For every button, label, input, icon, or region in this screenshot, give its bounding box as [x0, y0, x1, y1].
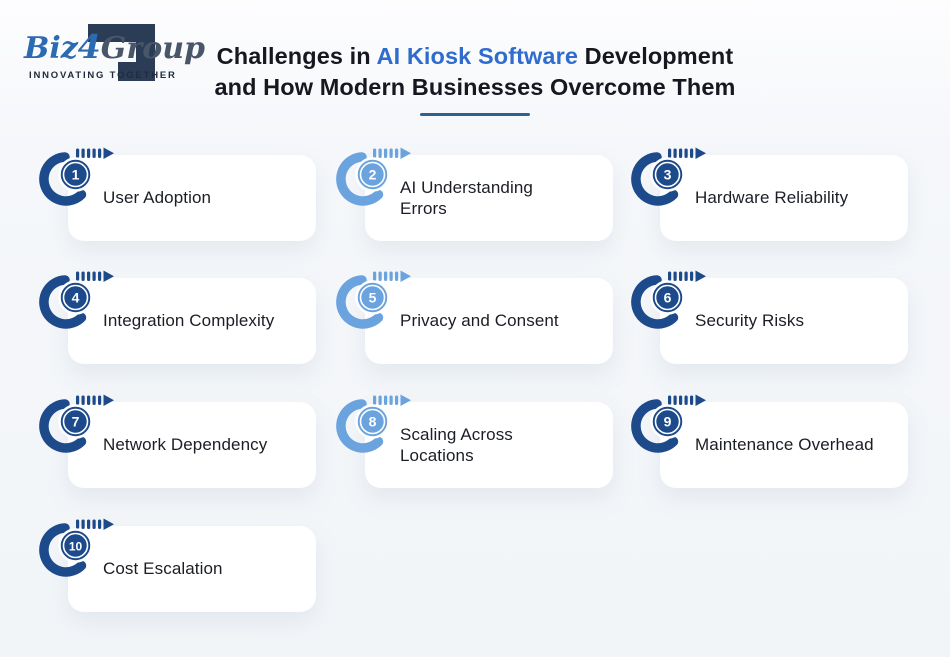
svg-text:3: 3 [664, 167, 672, 183]
challenge-card: 2 AI Understanding Errors [336, 147, 613, 241]
challenge-label: Network Dependency [103, 435, 268, 455]
challenge-label: Security Risks [695, 311, 805, 331]
svg-text:4: 4 [72, 290, 80, 306]
svg-text:5: 5 [369, 290, 377, 306]
challenge-card: 10 Cost Escalation [39, 518, 316, 612]
svg-text:8: 8 [369, 414, 377, 430]
arrow-head-icon [103, 394, 114, 406]
challenge-card: 9 Maintenance Overhead [631, 394, 908, 488]
biz4group-logo: Biz4Group INNOVATING TOGETHER [24, 18, 205, 88]
arrow-head-icon [695, 394, 706, 406]
svg-text:10: 10 [69, 540, 83, 554]
logo-bracket-icon [88, 24, 155, 81]
arrow-head-icon [103, 518, 114, 530]
title-line1-pre: Challenges in [216, 43, 377, 69]
challenge-number-badge: 3 [630, 145, 708, 209]
challenge-label: Hardware Reliability [695, 188, 849, 208]
svg-text:6: 6 [664, 290, 672, 306]
arrow-head-icon [695, 270, 706, 282]
challenge-number-badge: 5 [335, 268, 413, 332]
challenge-number-badge: 8 [335, 392, 413, 456]
logo-tagline: INNOVATING TOGETHER [29, 70, 177, 81]
challenge-label: Scaling Across Locations [400, 424, 513, 465]
challenge-number-badge: 6 [630, 268, 708, 332]
arrow-head-icon [400, 147, 411, 159]
challenge-number-badge: 2 [335, 145, 413, 209]
logo-word-group: Group [100, 31, 205, 66]
logo-word-4: 4 [77, 27, 101, 66]
page-title: Challenges in AI Kiosk Software Developm… [0, 41, 950, 116]
challenge-label: Integration Complexity [103, 311, 275, 331]
svg-text:1: 1 [72, 167, 80, 183]
challenge-number-badge: 10 [38, 516, 116, 580]
challenge-card: 5 Privacy and Consent [336, 270, 613, 364]
challenge-card: 8 Scaling Across Locations [336, 394, 613, 488]
arrow-head-icon [103, 270, 114, 282]
challenge-card: 6 Security Risks [631, 270, 908, 364]
challenge-label: User Adoption [103, 188, 212, 208]
challenge-number-badge: 4 [38, 268, 116, 332]
challenge-label: AI Understanding Errors [400, 177, 533, 218]
challenge-number-badge: 1 [38, 145, 116, 209]
arrow-head-icon [103, 147, 114, 159]
challenge-card: 3 Hardware Reliability [631, 147, 908, 241]
title-line1-post: Development [578, 43, 734, 69]
challenge-card: 4 Integration Complexity [39, 270, 316, 364]
title-underline [420, 113, 530, 116]
challenge-number-badge: 9 [630, 392, 708, 456]
svg-text:7: 7 [72, 414, 80, 430]
arrow-head-icon [695, 147, 706, 159]
arrow-head-icon [400, 270, 411, 282]
arrow-head-icon [400, 394, 411, 406]
title-highlight: AI Kiosk Software [376, 43, 579, 69]
logo-wordmark: Biz4Group [24, 30, 205, 66]
logo-word-biz: Biz [24, 31, 78, 66]
title-line-2: and How Modern Businesses Overcome Them [214, 74, 736, 100]
challenge-label: Privacy and Consent [400, 311, 559, 331]
challenge-number-badge: 7 [38, 392, 116, 456]
title-line-1: Challenges in AI Kiosk Software Developm… [0, 41, 950, 72]
challenge-label: Maintenance Overhead [695, 435, 874, 455]
challenge-card: 1 User Adoption [39, 147, 316, 241]
svg-text:2: 2 [369, 167, 377, 183]
challenge-card: 7 Network Dependency [39, 394, 316, 488]
challenge-label: Cost Escalation [103, 559, 223, 579]
svg-text:9: 9 [664, 414, 672, 430]
